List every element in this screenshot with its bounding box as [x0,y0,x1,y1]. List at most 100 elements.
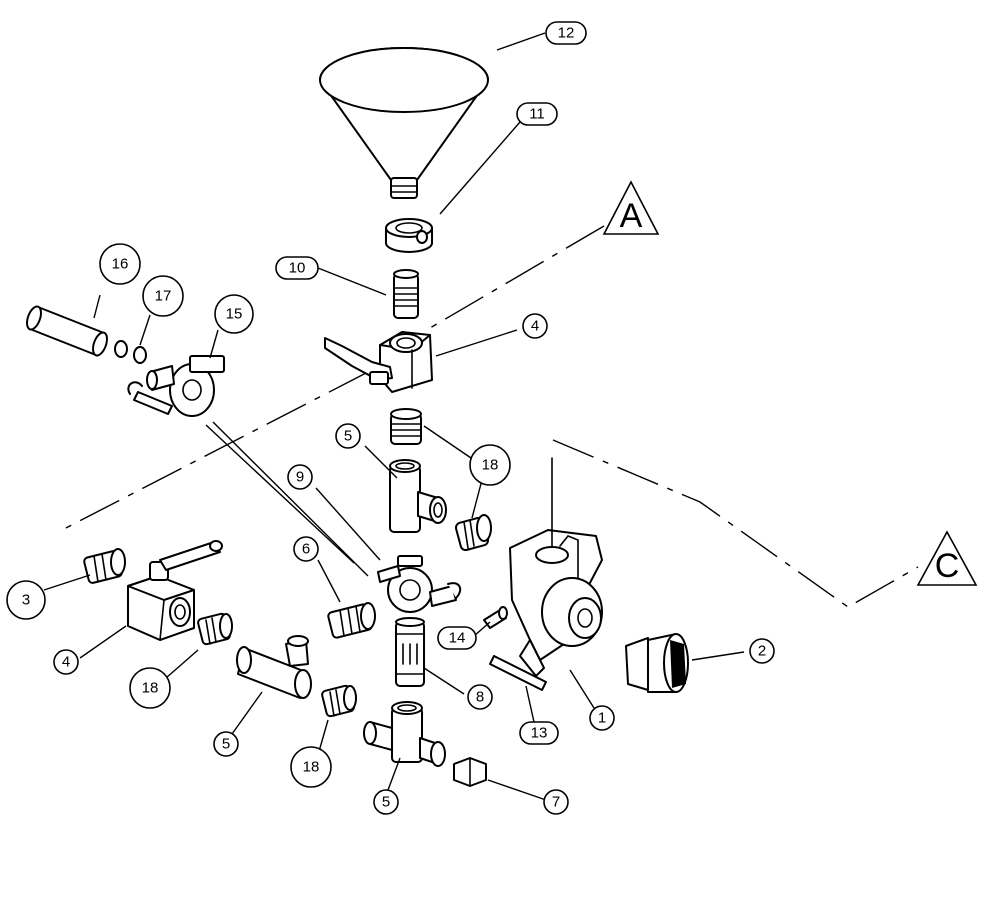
callout-14-label: 14 [449,630,466,647]
callout-7-label: 7 [552,794,560,811]
leader-7 [487,779,547,801]
leader-13 [525,685,535,723]
hose-clamps [114,340,147,364]
callout-11: 11 [516,102,558,126]
callout-18-left: 18 [129,667,171,709]
callout-4-lower-label: 4 [62,654,70,671]
nipple-3 [83,548,126,584]
callout-12-label: 12 [558,25,575,42]
leader-10 [317,267,387,296]
callout-3-label: 3 [22,592,30,609]
callout-13-label: 13 [531,725,548,742]
callout-6-label: 6 [302,541,310,558]
hopper [319,47,489,199]
callout-18-top: 18 [469,444,511,486]
reference-triangle-a: A [602,180,660,235]
centerline-to-a [429,225,605,329]
nipple-10 [393,269,419,319]
callout-18-top-label: 18 [482,457,499,474]
strainer-8 [395,617,425,687]
callout-17-label: 17 [155,288,172,305]
leader-16 [93,294,101,319]
leader-4-upper [435,329,518,357]
tee-lower [363,701,446,767]
tee-upper [389,459,447,533]
callout-14: 14 [437,626,477,650]
callout-12: 12 [545,21,587,45]
callout-17: 17 [142,275,184,317]
callout-8: 8 [467,684,493,710]
tee-left [236,635,312,699]
callout-1: 1 [589,705,615,731]
centerline-to-c [552,439,919,608]
nipple-18-top [390,408,422,445]
callout-2-label: 2 [758,643,766,660]
leader-8 [423,667,465,695]
leader-3 [43,574,91,591]
motor [625,633,689,693]
leader-4-lower [79,625,127,659]
callout-11-label: 11 [529,106,545,123]
callout-10: 10 [275,256,319,280]
callout-15-label: 15 [226,306,243,323]
callout-4-upper: 4 [522,313,548,339]
callout-5-left-label: 5 [222,736,230,753]
leader-6 [317,559,341,603]
callout-4-upper-label: 4 [531,318,539,335]
reference-a-label: A [620,197,643,235]
ball-valve-upper [324,331,433,393]
leader-17 [139,314,151,346]
callout-8-label: 8 [476,689,484,706]
callout-16-label: 16 [112,256,129,273]
leader-5-left [231,691,263,735]
leader-1 [569,669,595,709]
leader-11 [439,121,521,215]
callout-5-upper-label: 5 [344,428,352,445]
callout-10-label: 10 [289,260,306,277]
nipple-18-left [197,612,233,646]
callout-2: 2 [749,638,775,664]
leader-15-a [205,424,355,564]
adapter-ring [385,218,433,253]
callout-5-lower-label: 5 [382,794,390,811]
callout-5-lower: 5 [373,789,399,815]
callout-7: 7 [543,789,569,815]
hose-16 [26,305,108,357]
reference-triangle-c: C [916,530,978,586]
callout-13: 13 [519,721,559,745]
leader-18-top [423,425,475,461]
nipple-18-right [454,514,492,552]
callout-16: 16 [99,243,141,285]
leader-12 [496,32,546,51]
leader-5-lower [387,757,401,791]
coupler-9 [377,555,462,613]
leader-15-b [212,421,369,577]
callout-18-bottom: 18 [290,746,332,788]
leader-9 [315,487,381,561]
callout-18-left-label: 18 [142,680,159,697]
coupler-15 [127,355,225,417]
callout-1-label: 1 [598,710,606,727]
callout-5-left: 5 [213,731,239,757]
plug-7 [453,757,487,787]
callout-3: 3 [6,580,46,620]
callout-15: 15 [214,294,254,334]
callout-6: 6 [293,536,319,562]
leader-14 [473,621,491,637]
leader-5-upper [364,445,398,479]
nipple-18-bottom [321,684,357,718]
callout-5-upper: 5 [335,423,361,449]
callout-9: 9 [287,464,313,490]
fitting-14 [483,606,508,629]
bracket-13 [489,655,547,691]
leader-15 [209,329,219,359]
reference-c-label: C [935,547,960,585]
callout-4-lower: 4 [53,649,79,675]
centerline-valve-to-left [61,371,369,531]
nipple-6 [327,602,376,639]
ball-valve-lower [127,540,223,641]
callout-18-bottom-label: 18 [303,759,320,776]
leader-2 [691,651,745,661]
